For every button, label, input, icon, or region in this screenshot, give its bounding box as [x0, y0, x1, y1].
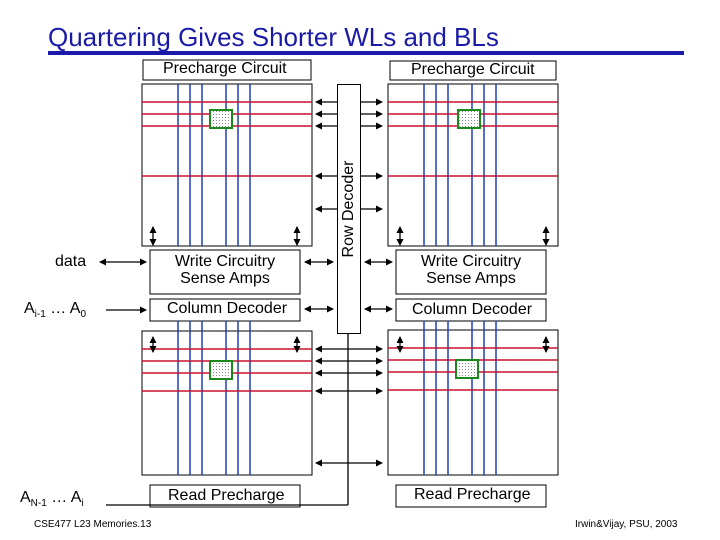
memory-array-top-right	[387, 83, 559, 247]
memory-cell-bottom-left	[209, 360, 233, 380]
column-decoder-label-left: Column Decoder	[167, 300, 288, 317]
memory-cell-top-left	[209, 109, 233, 129]
column-address-label: Ai-1 … A0	[24, 300, 87, 321]
write-circuitry-label-right: Write Circuitry	[420, 253, 522, 270]
title-underline	[48, 51, 684, 55]
sense-amps-label-right: Sense Amps	[426, 270, 516, 287]
row-address-label: AN-1 … Ai	[20, 489, 84, 510]
footer-credit-label: Irwin&Vijay, PSU, 2003	[575, 519, 678, 530]
write-sense-block-right	[395, 249, 547, 295]
data-signal-label: data	[55, 253, 87, 270]
footer-course-label: CSE477 L23 Memories.13	[34, 519, 152, 530]
precharge-block-left	[142, 59, 312, 81]
memory-array-top-left	[141, 83, 313, 247]
column-decoder-block-right	[395, 298, 547, 322]
write-sense-block-left	[149, 249, 301, 295]
sense-amps-label-left: Sense Amps	[180, 270, 270, 287]
column-decoder-block-left	[149, 298, 301, 322]
read-precharge-block-right	[395, 484, 547, 508]
row-decoder-block: Row Decoder	[337, 84, 361, 334]
slide-title: Quartering Gives Shorter WLs and BLs	[48, 22, 499, 52]
precharge-block-right	[389, 60, 557, 81]
read-precharge-label-right: Read Precharge	[414, 486, 531, 503]
precharge-label-left: Precharge Circuit	[163, 60, 287, 77]
row-decoder-label: Row Decoder	[340, 160, 357, 258]
precharge-label-right: Precharge Circuit	[411, 61, 535, 78]
memory-array-bottom-right	[387, 329, 559, 476]
read-precharge-label-left: Read Precharge	[168, 487, 285, 504]
memory-array-bottom-left	[141, 330, 313, 476]
memory-cell-bottom-right	[455, 359, 479, 379]
memory-cell-top-right	[457, 109, 481, 129]
column-decoder-label-right: Column Decoder	[412, 301, 533, 318]
read-precharge-block-left	[149, 484, 301, 508]
write-circuitry-label-left: Write Circuitry	[174, 253, 276, 270]
